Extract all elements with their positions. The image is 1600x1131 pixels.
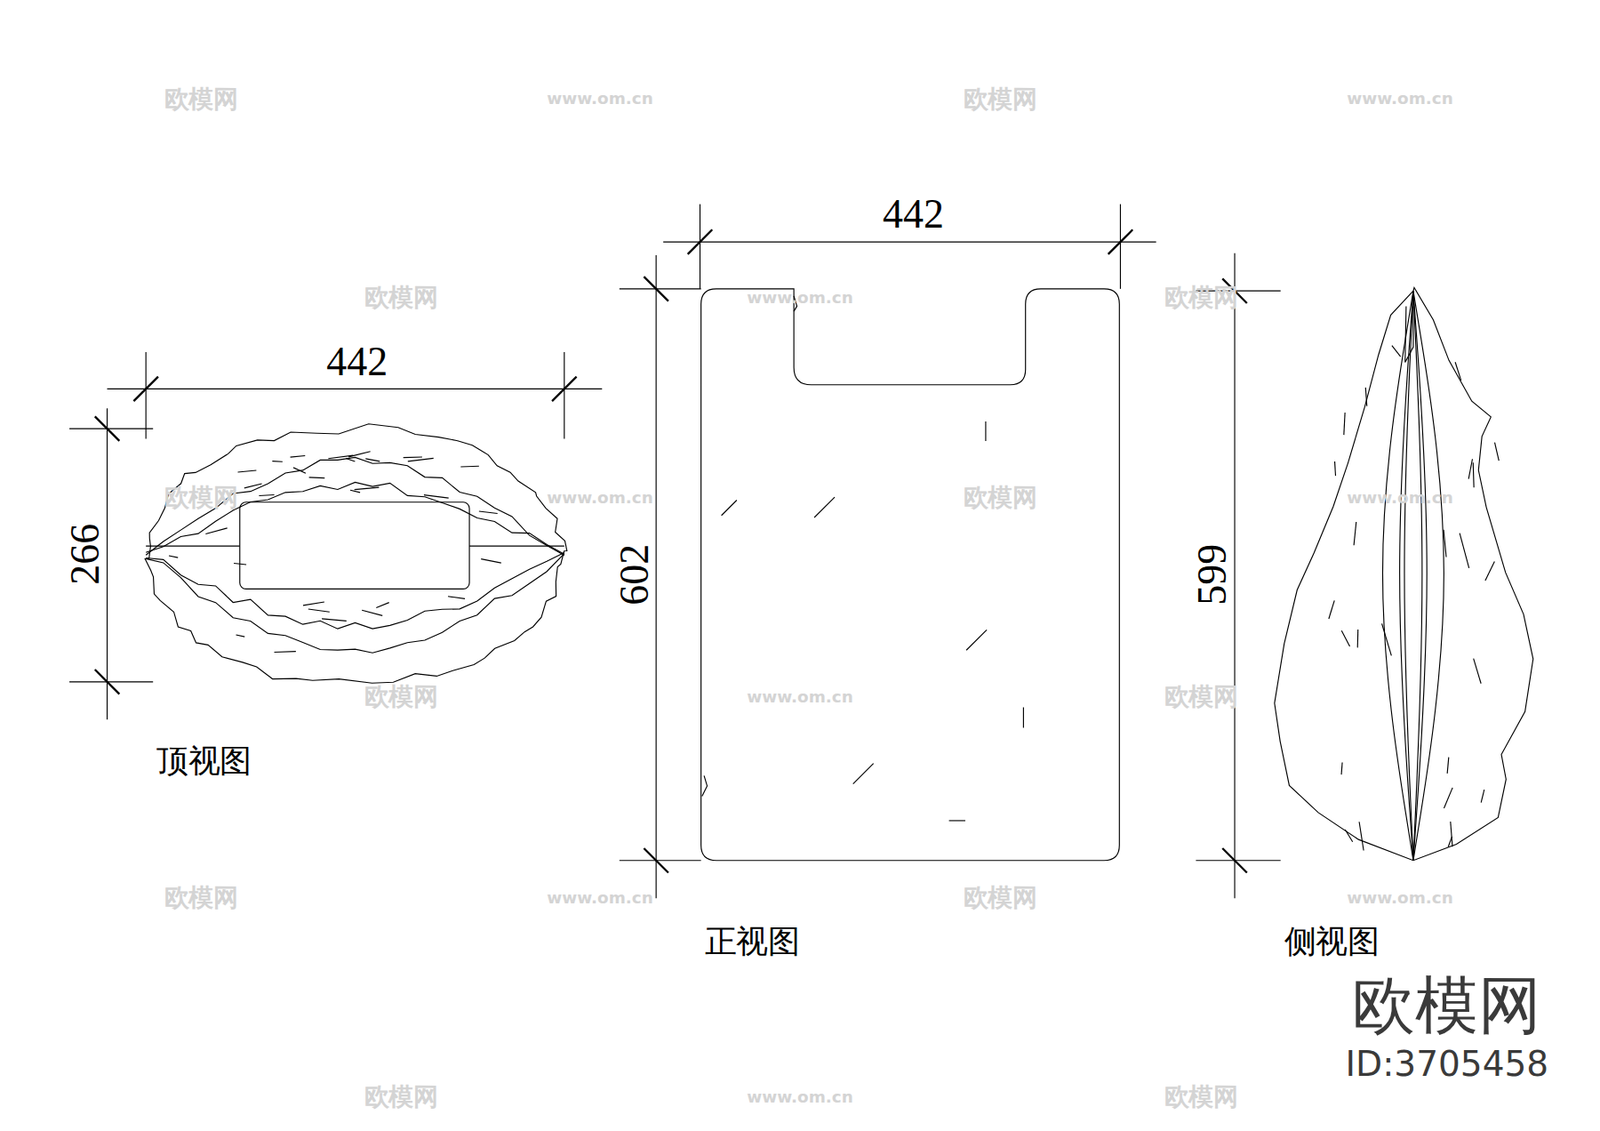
bag-side [1274, 288, 1534, 861]
watermark: 欧模网 [1164, 1084, 1239, 1110]
bag-front [701, 288, 1120, 861]
watermark: www.om.cn [1346, 489, 1453, 506]
dimension-lines [69, 352, 602, 720]
watermark: 欧模网 [364, 1084, 439, 1110]
bag-top [144, 424, 568, 684]
brand-mark: 欧模网 [1352, 973, 1543, 1037]
watermark: www.om.cn [746, 1088, 853, 1105]
dimension-value: 442 [324, 342, 390, 384]
watermark: www.om.cn [1346, 889, 1453, 906]
dimension-value: 266 [64, 521, 106, 587]
dimension-value: 599 [1192, 542, 1233, 608]
watermark: 欧模网 [1164, 684, 1239, 710]
watermark: 欧模网 [1164, 285, 1239, 311]
dimension-value: 602 [614, 542, 656, 608]
watermark: 欧模网 [364, 285, 439, 311]
watermark: 欧模网 [164, 87, 239, 112]
watermark: 欧模网 [364, 684, 439, 710]
view-title: 侧视图 [1284, 925, 1380, 958]
watermark: www.om.cn [746, 289, 853, 306]
view-title: 正视图 [704, 925, 800, 958]
watermark: 欧模网 [963, 885, 1038, 911]
watermark: www.om.cn [746, 688, 853, 705]
view-title: 顶视图 [156, 744, 252, 776]
dimension-value: 442 [880, 193, 946, 235]
watermark: www.om.cn [1346, 90, 1453, 107]
watermark: www.om.cn [546, 90, 653, 107]
brand-mark: ID:3705458 [1345, 1046, 1550, 1081]
watermark: www.om.cn [546, 489, 653, 506]
watermark: 欧模网 [963, 485, 1038, 511]
watermark: www.om.cn [546, 889, 653, 906]
watermark: 欧模网 [963, 87, 1038, 112]
watermark: 欧模网 [164, 885, 239, 911]
dimension-lines [619, 204, 1157, 899]
watermark: 欧模网 [164, 485, 239, 511]
